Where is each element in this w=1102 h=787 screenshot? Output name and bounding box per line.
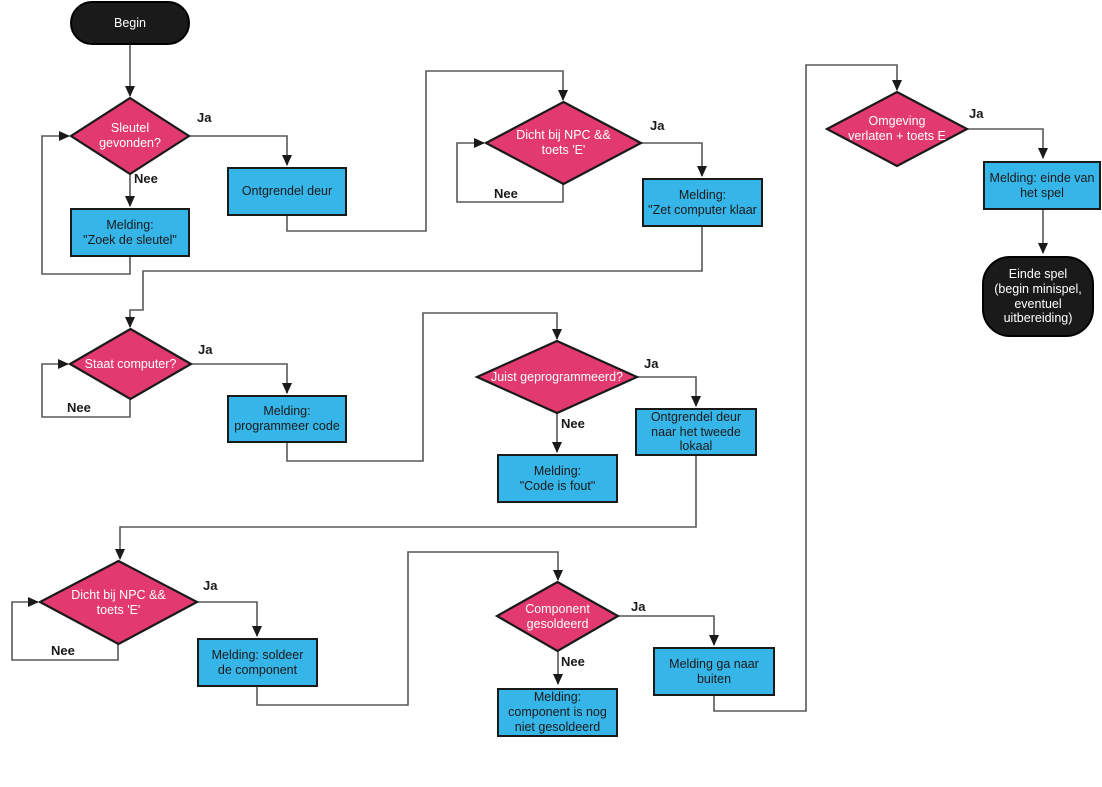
node-einde-spel: Einde spel (begin minispel, eventuel uit… <box>982 256 1094 337</box>
edge-label-npc1-ja: Ja <box>650 118 665 133</box>
edge-label-npc1-nee: Nee <box>494 186 518 201</box>
edge-npc2-nee-loop <box>11 597 119 661</box>
node-soldeer-component: Melding: soldeer de component <box>197 638 318 687</box>
node-ga-naar-buiten: Melding ga naar buiten <box>653 647 775 696</box>
edge-ontgrendel-to-npc1 <box>286 70 568 232</box>
decision-juist-geprogrammeerd-shape <box>474 339 640 415</box>
edge-omgeving-ja <box>967 128 1048 159</box>
edge-staat-nee-loop <box>41 359 131 418</box>
decision-staat-computer-shape <box>67 327 194 401</box>
edge-tweedelokaal-to-npc2 <box>115 456 697 560</box>
edge-label-omgeving-ja: Ja <box>969 106 984 121</box>
decision-component-gesoldeerd-shape <box>494 580 621 653</box>
edge-gabuiten-to-omgeving <box>713 64 902 712</box>
edge-component-ja <box>618 615 719 646</box>
edge-label-juist-nee: Nee <box>561 416 585 431</box>
edge-label-sleutel-ja: Ja <box>197 110 212 125</box>
edge-label-component-ja: Ja <box>631 599 646 614</box>
edge-label-staat-nee: Nee <box>67 400 91 415</box>
node-ontgrendel-deur: Ontgrendel deur <box>227 167 347 216</box>
edge-npc1-nee-loop <box>456 138 564 203</box>
node-begin: Begin <box>70 1 190 45</box>
node-niet-gesoldeerd: Melding: component is nog niet gesoldeer… <box>497 688 618 737</box>
edge-programmeer-to-juist <box>286 312 562 462</box>
node-code-is-fout: Melding: "Code is fout" <box>497 454 618 503</box>
node-melding-einde: Melding: einde van het spel <box>983 161 1101 210</box>
decision-dicht-bij-npc-1-shape <box>483 100 644 186</box>
edge-label-component-nee: Nee <box>561 654 585 669</box>
edge-label-npc2-nee: Nee <box>51 643 75 658</box>
edge-soldeer-to-component <box>256 551 563 706</box>
edge-juist-ja <box>637 376 701 407</box>
edge-sleutel-ja <box>189 135 292 166</box>
decision-sleutel-gevonden-shape <box>68 96 192 176</box>
node-programmeer-code: Melding: programmeer code <box>227 395 347 443</box>
edge-staat-ja <box>191 363 292 394</box>
node-tweede-lokaal: Ontgrendel deur naar het tweede lokaal <box>635 408 757 456</box>
edge-label-sleutel-nee: Nee <box>134 171 158 186</box>
decision-dicht-bij-npc-2-shape <box>37 559 200 646</box>
edge-npc1-ja <box>641 142 707 177</box>
edge-label-juist-ja: Ja <box>644 356 659 371</box>
node-zet-computer-klaar: Melding: "Zet computer klaar <box>642 178 763 227</box>
node-zoek-sleutel: Melding: "Zoek de sleutel" <box>70 208 190 257</box>
edge-label-staat-ja: Ja <box>198 342 213 357</box>
edge-npc2-ja <box>197 601 262 637</box>
edge-zoeksleutel-loop <box>41 131 131 275</box>
edge-label-npc2-ja: Ja <box>203 578 218 593</box>
edge-zetcomputer-to-staat <box>125 227 703 328</box>
decision-omgeving-verlaten-shape <box>824 90 970 168</box>
